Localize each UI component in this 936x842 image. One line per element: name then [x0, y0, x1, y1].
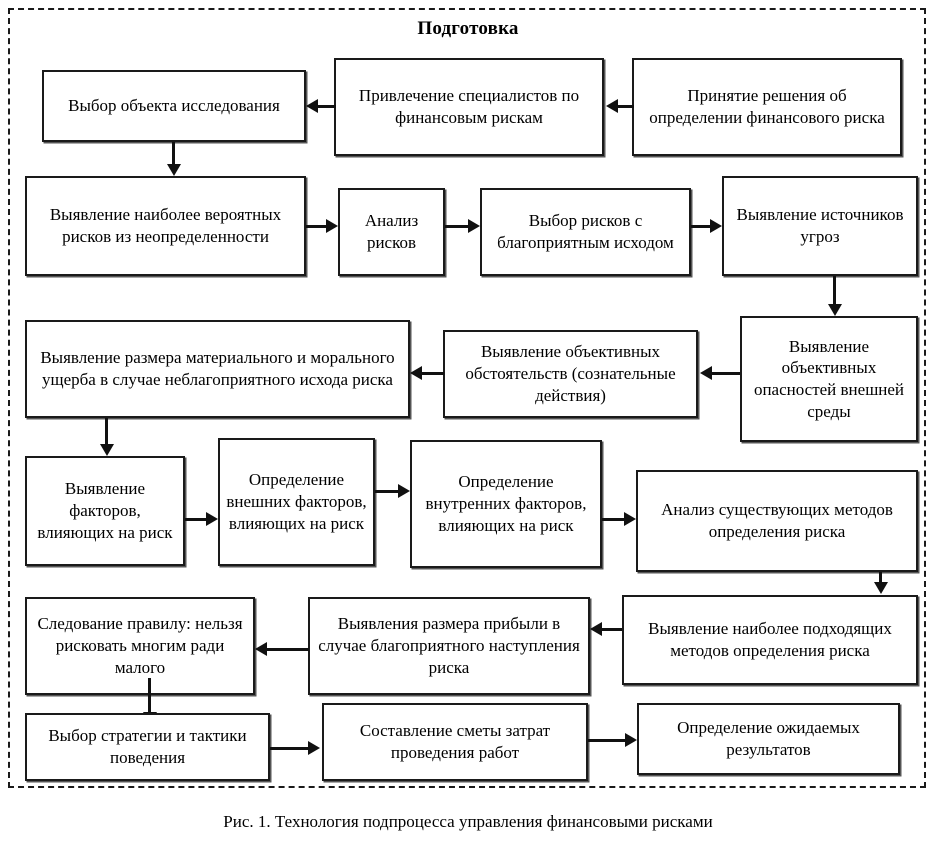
edge-n1-n4-line [172, 142, 175, 166]
node-label: Анализ существующих методов определения … [661, 500, 893, 541]
edge-n14-n17-arrowhead [874, 582, 888, 594]
edge-n19-n20-arrowhead [625, 733, 637, 747]
node-vybor-riskov-blagopriyatnym[interactable]: Выбор рисков с благоприятным исходом [480, 188, 691, 276]
node-label: Выбор объекта исследования [68, 96, 280, 116]
edge-n9-n8-arrowhead [410, 366, 422, 380]
edge-n16-n15-line [267, 648, 309, 651]
edge-n18-n19-arrowhead [308, 741, 320, 755]
edge-n10-n9-line [712, 372, 740, 375]
edge-n4-n5-arrowhead [326, 219, 338, 233]
edge-n16-n15-arrowhead [255, 642, 267, 656]
edge-n7-n10-arrowhead [828, 304, 842, 316]
section-title: Подготовка [417, 18, 519, 39]
edge-n8-n11-arrowhead [100, 444, 114, 456]
edge-n1-n4-arrowhead [167, 164, 181, 176]
node-opredelenie-ozhidaemyh-rezultatov[interactable]: Определение ожидаемых результатов [637, 703, 900, 775]
edge-n6-n7-arrowhead [710, 219, 722, 233]
node-vyyavlenie-istochnikov-ugroz[interactable]: Выявление источников угроз [722, 176, 918, 276]
node-label: Выявление объективных обстоятельств (соз… [465, 342, 676, 405]
edge-n13-n14-line [602, 518, 624, 521]
node-label: Выявление источников угроз [736, 205, 904, 246]
node-label: Определение ожидаемых результатов [677, 718, 860, 759]
node-vyyavlenie-razmera-ushcherba[interactable]: Выявление размера материального и мораль… [25, 320, 410, 418]
node-vyyavlenie-obstoyatelstv[interactable]: Выявление объективных обстоятельств (соз… [443, 330, 698, 418]
edge-n4-n5-line [306, 225, 326, 228]
node-prinyatie-resheniya[interactable]: Принятие решения об определении финансов… [632, 58, 902, 156]
node-label: Определение внутренних факторов, влияющи… [425, 472, 587, 535]
node-label: Составление сметы затрат проведения рабо… [359, 721, 551, 762]
node-analiz-riskov[interactable]: Анализ рисков [338, 188, 445, 276]
node-label: Привлечение специалистов по финансовым р… [358, 86, 580, 127]
node-vybor-obekta-issledovaniya[interactable]: Выбор объекта исследования [42, 70, 306, 142]
node-label: Выбор рисков с благоприятным исходом [497, 211, 674, 252]
edge-n18-n19-line [270, 747, 308, 750]
node-label: Определение внешних факторов, влияющих н… [226, 470, 367, 533]
node-opredelenie-vnutrennih-faktorov[interactable]: Определение внутренних факторов, влияющи… [410, 440, 602, 568]
node-vybor-strategii-taktiki[interactable]: Выбор стратегии и тактики поведения [25, 713, 270, 781]
node-label: Выбор стратегии и тактики поведения [48, 726, 247, 767]
node-label: Выявление наиболее вероятных рисков из н… [49, 205, 282, 246]
node-vyyavlenie-faktorov[interactable]: Выявление факторов, влияющих на риск [25, 456, 185, 566]
edge-n11-n12-arrowhead [206, 512, 218, 526]
node-label: Выявление размера материального и мораль… [40, 348, 395, 389]
edge-n17-n16-arrowhead [590, 622, 602, 636]
node-label: Выявление наиболее подходящих методов оп… [648, 619, 892, 660]
edge-n5-n6-line [445, 225, 468, 228]
edge-n7-n10-line [833, 276, 836, 306]
node-sledovanie-pravilu[interactable]: Следование правилу: нельзя рисковать мно… [25, 597, 255, 695]
node-vyyavleniya-razmera-pribyli[interactable]: Выявления размера прибыли в случае благо… [308, 597, 590, 695]
node-opredelenie-vneshnih-faktorov[interactable]: Определение внешних факторов, влияющих н… [218, 438, 375, 566]
node-label: Анализ рисков [364, 211, 419, 252]
node-analiz-sushchestvuyushchih-metodov[interactable]: Анализ существующих методов определения … [636, 470, 918, 572]
edge-n2-n1-line [318, 105, 336, 108]
node-label: Принятие решения об определении финансов… [649, 86, 885, 127]
node-label: Выявление факторов, влияющих на риск [37, 479, 173, 542]
node-label: Следование правилу: нельзя рисковать мно… [37, 614, 243, 677]
edge-n8-n11-line [105, 418, 108, 446]
edge-n15-n18-line [148, 678, 151, 714]
edge-n11-n12-line [185, 518, 206, 521]
edge-n6-n7-line [691, 225, 710, 228]
edge-n12-n13-arrowhead [398, 484, 410, 498]
edge-n19-n20-line [588, 739, 625, 742]
edge-n14-n17-line [879, 572, 882, 586]
node-vyyavlenie-opasnostey-sredy[interactable]: Выявление объективных опасностей внешней… [740, 316, 918, 442]
node-label: Выявления размера прибыли в случае благо… [318, 614, 580, 677]
node-vyyavlenie-podhodyashchih-metodov[interactable]: Выявление наиболее подходящих методов оп… [622, 595, 918, 685]
node-label: Выявление объективных опасностей внешней… [753, 336, 905, 421]
edge-n3-n2-line [618, 105, 634, 108]
edge-n13-n14-arrowhead [624, 512, 636, 526]
node-privlechenie-specialistov[interactable]: Привлечение специалистов по финансовым р… [334, 58, 604, 156]
edge-n3-n2-arrowhead [606, 99, 618, 113]
edge-n10-n9-arrowhead [700, 366, 712, 380]
preparation-stage-frame [8, 8, 926, 788]
edge-n17-n16-line [602, 628, 622, 631]
edge-n2-n1-arrowhead [306, 99, 318, 113]
node-sostavlenie-smety-zatrat[interactable]: Составление сметы затрат проведения рабо… [322, 703, 588, 781]
figure-caption: Рис. 1. Технология подпроцесса управлени… [223, 812, 713, 831]
edge-n9-n8-line [422, 372, 444, 375]
edge-n12-n13-line [375, 490, 398, 493]
node-vyyavlenie-veroyatnyh-riskov[interactable]: Выявление наиболее вероятных рисков из н… [25, 176, 306, 276]
edge-n5-n6-arrowhead [468, 219, 480, 233]
